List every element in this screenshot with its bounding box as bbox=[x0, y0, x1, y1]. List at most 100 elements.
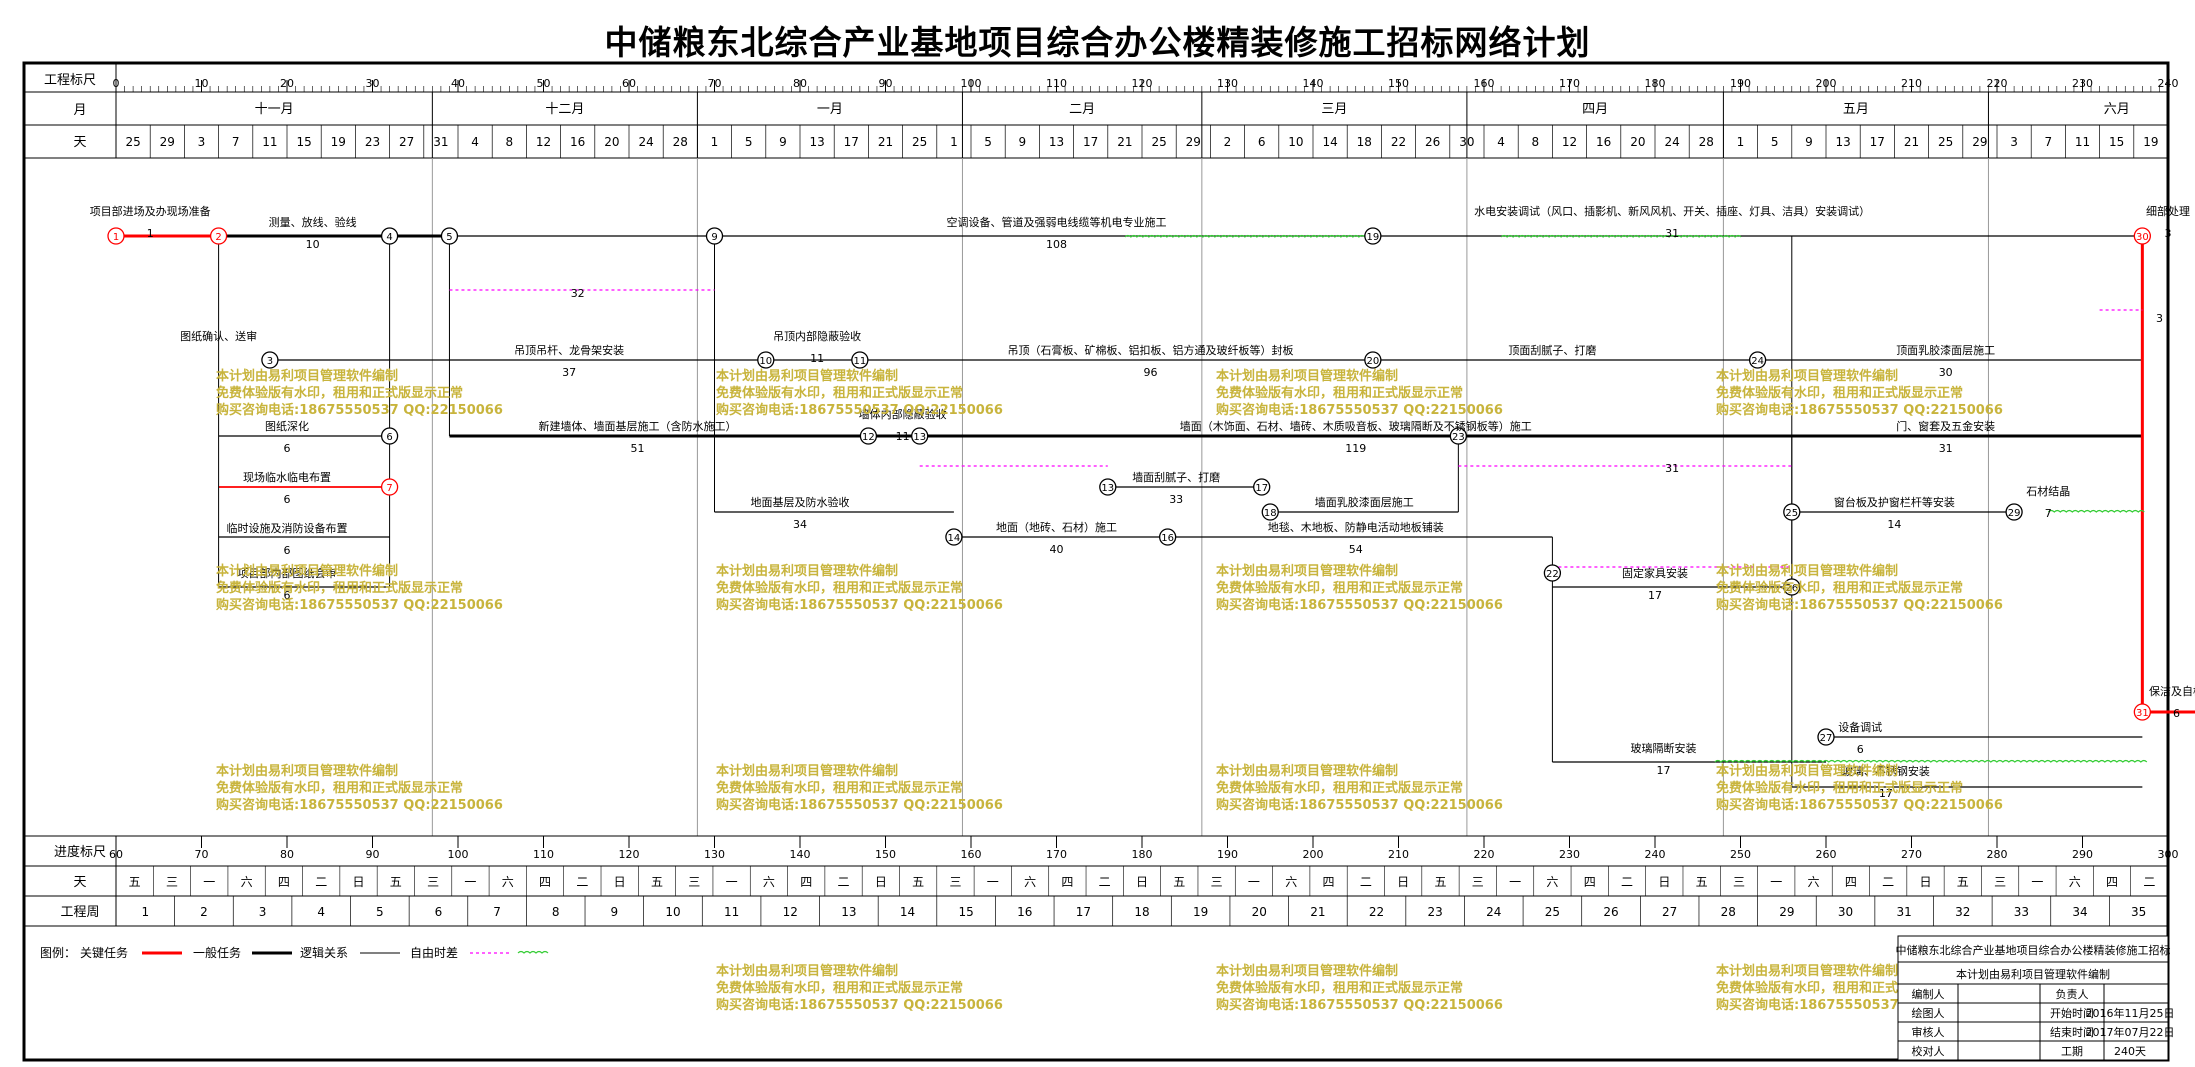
info-maker: 本计划由易利项目管理软件编制 bbox=[1956, 967, 2110, 981]
event-node-number: 25 bbox=[1785, 508, 1798, 519]
day-number: 25 bbox=[1151, 135, 1166, 149]
weekday-cell: 五 bbox=[1173, 875, 1185, 889]
activity-name: 图纸确认、送审 bbox=[180, 329, 257, 343]
weekday-cell: 二 bbox=[1882, 875, 1894, 889]
event-node bbox=[1253, 478, 1271, 496]
event-node-number: 31 bbox=[2136, 708, 2149, 719]
ruler-tick-label: 150 bbox=[1388, 77, 1409, 90]
event-node-number: 13 bbox=[1101, 483, 1114, 494]
event-node-number: 18 bbox=[1264, 508, 1277, 519]
watermark-text: 本计划由易利项目管理软件编制 bbox=[716, 563, 898, 579]
activity-name: 地面基层及防水验收 bbox=[751, 495, 850, 509]
info-row-label: 审核人 bbox=[1912, 1025, 1945, 1039]
day-number: 30 bbox=[1459, 135, 1474, 149]
activity-name: 空调设备、管道及强弱电线缆等机电专业施工 bbox=[947, 215, 1167, 229]
progress-tick-label: 140 bbox=[790, 848, 811, 861]
watermark-text: 免费体验版有水印，租用和正式版显示正常 bbox=[716, 980, 963, 996]
day-number: 21 bbox=[1904, 135, 1919, 149]
progress-tick-label: 70 bbox=[195, 848, 209, 861]
activity-name: 玻璃隔断安装 bbox=[1631, 741, 1697, 755]
progress-tick-label: 250 bbox=[1730, 848, 1751, 861]
progress-tick-label: 160 bbox=[961, 848, 982, 861]
float-duration: 32 bbox=[571, 287, 585, 300]
progress-tick-label: 220 bbox=[1474, 848, 1495, 861]
event-node bbox=[1364, 227, 1382, 245]
ruler-tick-label: 160 bbox=[1474, 77, 1495, 90]
event-node-number: 10 bbox=[759, 356, 772, 367]
watermark-text: 免费体验版有水印，租用和正式版显示正常 bbox=[1216, 780, 1463, 796]
weekday-cell: 一 bbox=[726, 875, 738, 889]
week-label: 工程周 bbox=[60, 905, 99, 920]
day-number: 11 bbox=[262, 135, 277, 149]
event-node-number: 3 bbox=[267, 356, 273, 367]
event-node-number: 16 bbox=[1161, 533, 1174, 544]
event-node bbox=[1449, 427, 1467, 445]
weekday-cell: 二 bbox=[576, 875, 588, 889]
week-cell: 8 bbox=[552, 905, 560, 919]
day-number: 11 bbox=[2075, 135, 2090, 149]
info-row-value: 240天 bbox=[2114, 1045, 2146, 1058]
event-node bbox=[1543, 564, 1562, 582]
day-number: 9 bbox=[779, 135, 787, 149]
weekday-cell: 日 bbox=[1397, 875, 1409, 889]
watermark-text: 购买咨询电话:18675550537 QQ:22150066 bbox=[716, 597, 1003, 613]
day-number: 28 bbox=[1699, 135, 1714, 149]
activity-name: 吊顶吊杆、龙骨架安装 bbox=[514, 343, 624, 357]
weekday-cell: 一 bbox=[464, 875, 476, 889]
weekday-cell: 四 bbox=[539, 875, 551, 889]
weekday-cell: 六 bbox=[241, 875, 253, 889]
event-node bbox=[2005, 503, 2023, 521]
event-node bbox=[1261, 503, 1279, 521]
activity-duration: 37 bbox=[562, 366, 576, 379]
event-node bbox=[2133, 703, 2152, 721]
watermark-text: 本计划由易利项目管理软件编制 bbox=[1716, 763, 1898, 779]
event-node-number: 22 bbox=[1546, 569, 1559, 580]
event-node bbox=[1748, 351, 1767, 369]
weekday-cell: 一 bbox=[1770, 875, 1782, 889]
day-number: 20 bbox=[1630, 135, 1645, 149]
float-wave bbox=[1124, 234, 1378, 238]
weekday-cell: 日 bbox=[1658, 875, 1670, 889]
week-cell: 22 bbox=[1369, 905, 1384, 919]
watermark-text: 购买咨询电话:18675550537 QQ:22150066 bbox=[716, 402, 1003, 418]
event-node bbox=[705, 227, 724, 245]
activity-duration: 6 bbox=[1857, 743, 1864, 756]
event-node bbox=[1783, 578, 1801, 596]
weekday-cell: 五 bbox=[651, 875, 663, 889]
ruler-tick-label: 30 bbox=[366, 77, 380, 90]
legend-critical: 关键任务 bbox=[80, 945, 128, 960]
event-node-number: 20 bbox=[1366, 356, 1379, 367]
activity-name: 图纸深化 bbox=[265, 419, 309, 433]
day-number: 4 bbox=[471, 135, 479, 149]
weekday-cell: 二 bbox=[838, 875, 850, 889]
day-number: 7 bbox=[2044, 135, 2052, 149]
week-cell: 17 bbox=[1076, 905, 1091, 919]
event-node-number: 1 bbox=[113, 232, 119, 243]
day-number: 1 bbox=[1737, 135, 1745, 149]
ruler-tick-label: 190 bbox=[1730, 77, 1751, 90]
day-number: 29 bbox=[160, 135, 175, 149]
info-row-value: 2017年07月22日 bbox=[2086, 1025, 2175, 1039]
weekday-cell: 二 bbox=[1360, 875, 1372, 889]
day-number: 3 bbox=[2010, 135, 2018, 149]
weekday-cell: 一 bbox=[2031, 875, 2043, 889]
activity-duration: 6 bbox=[284, 493, 291, 506]
watermark-text: 免费体验版有水印，租用和正式版显示正常 bbox=[216, 385, 463, 401]
week-cell: 21 bbox=[1310, 905, 1325, 919]
page-title: 中储粮东北综合产业基地项目综合办公楼精装修施工招标网络计划 bbox=[604, 23, 1591, 62]
month-name: 二月 bbox=[1069, 102, 1095, 117]
event-node-number: 6 bbox=[386, 432, 392, 443]
progress-tick-label: 190 bbox=[1217, 848, 1238, 861]
watermark-text: 购买咨询电话:18675550537 QQ:22150066 bbox=[1216, 997, 1503, 1013]
progress-tick-label: 90 bbox=[366, 848, 380, 861]
week-cell: 3 bbox=[259, 905, 267, 919]
week-cell: 7 bbox=[493, 905, 501, 919]
weekday-cell: 六 bbox=[2069, 875, 2081, 889]
day-number: 9 bbox=[1018, 135, 1026, 149]
activity-duration: 108 bbox=[1046, 238, 1067, 251]
day-number: 8 bbox=[505, 135, 513, 149]
weekday-cell: 六 bbox=[1024, 875, 1036, 889]
weekday-cell: 二 bbox=[315, 875, 327, 889]
activity-name: 顶面乳胶漆面层施工 bbox=[1896, 343, 1995, 357]
